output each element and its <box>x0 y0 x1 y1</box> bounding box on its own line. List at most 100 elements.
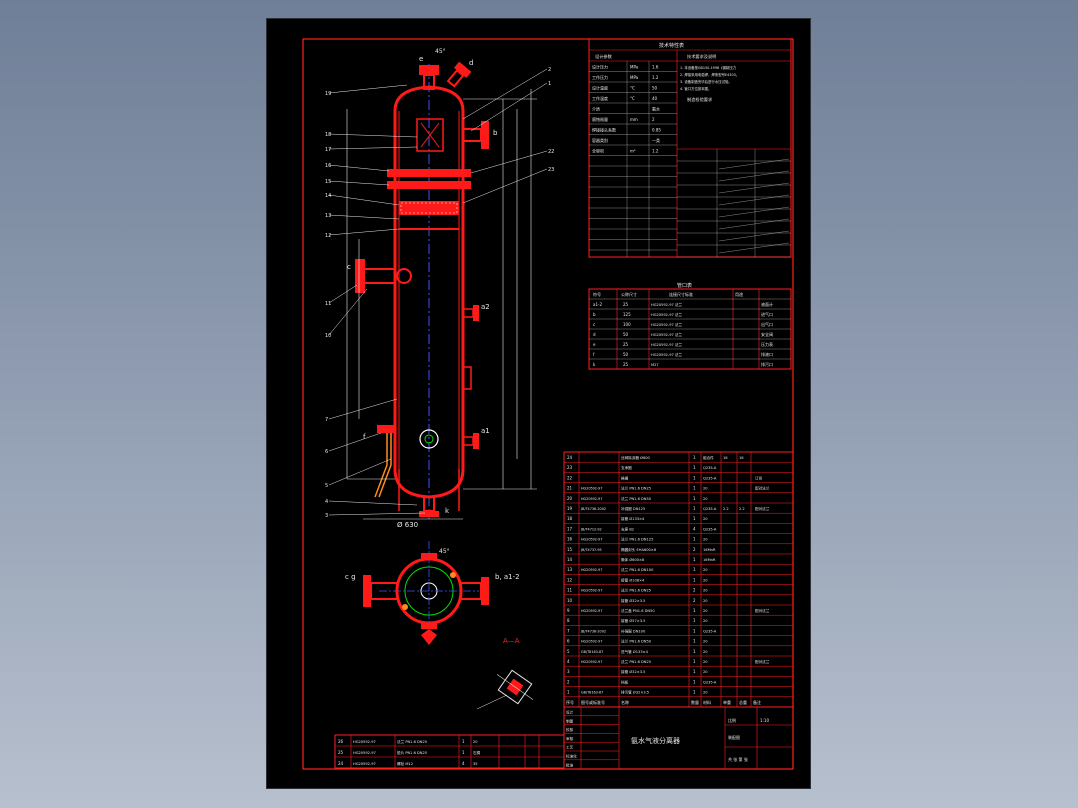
bom-row-qty: 1 <box>693 455 696 460</box>
bom-low-qty: 1 <box>462 750 465 755</box>
bom-row-qty: 1 <box>693 567 696 572</box>
nozzle-cell-standard: HG20592-97 法兰 <box>651 352 683 357</box>
bom-row-std: HG20592-97 <box>581 568 603 572</box>
bom-row-material: 20 <box>703 660 708 664</box>
tech-row-label: 介质 <box>592 106 600 112</box>
tech-row-value: 50 <box>652 86 658 91</box>
bom-low-material: 35 <box>473 762 478 766</box>
svg-text:13: 13 <box>325 213 331 219</box>
bom-row-qty: 1 <box>693 516 696 521</box>
bom-row-qty: 1 <box>693 577 696 582</box>
bom-row-std: HG20592-97 <box>581 497 603 501</box>
title-block-dwg-no: 装配图 <box>728 734 740 740</box>
bom-row-material: 20 <box>703 599 708 603</box>
bom-row-name: 接管 Ø108×4 <box>621 577 645 582</box>
bom-row-std: GB/T8163-87 <box>581 650 603 654</box>
nozzle-mark-d: d <box>469 59 473 67</box>
bom-row-name: 进气管 Ø133×4 <box>621 649 649 654</box>
tech-row-unit: m³ <box>630 149 636 154</box>
nozzle-cell-size: 50 <box>623 352 629 357</box>
bom-header: 名称 <box>621 699 629 705</box>
svg-text:1: 1 <box>548 81 551 87</box>
nozzle-col-header: 用途 <box>735 291 743 297</box>
tech-row-value: 氨水 <box>652 106 660 112</box>
bom-low-no: 25 <box>338 750 344 755</box>
bom-row-qty: 1 <box>693 628 696 633</box>
bom-row-material: 20 <box>703 578 708 582</box>
nozzle-bottom-flange <box>419 511 439 517</box>
bom-low-name: 法兰 PN1.6 DN25 <box>397 739 427 744</box>
top-head <box>393 85 465 112</box>
tech-note: 1. 本设备按GB150-1998《钢制压力 <box>680 65 737 70</box>
bom-row-no: 9 <box>567 608 570 613</box>
bom-row-remark: 配对法兰 <box>755 486 770 491</box>
tech-row-unit: mm <box>630 117 638 122</box>
bom-row-material: 20 <box>703 691 708 695</box>
tech-table-header: 技术特性表 <box>659 42 684 49</box>
bom-row-qty: 1 <box>693 537 696 542</box>
bom-row-name: 补强圈 DN100 <box>621 628 646 633</box>
nozzle-cell-size: 50 <box>623 332 629 337</box>
bom-row-name: 补强圈 DN125 <box>621 506 645 511</box>
bom-row-remark: 配对法兰 <box>755 659 770 664</box>
bom-row-name: 接管 Ø133×4 <box>621 516 645 521</box>
leader-lines-right <box>462 68 548 204</box>
bom-row-std: HG20592-97 <box>581 487 603 491</box>
bom-row-material: 20 <box>703 650 708 654</box>
title-block-label: 设计 <box>566 710 574 715</box>
svg-text:6: 6 <box>325 449 328 455</box>
tech-note: 3. 设备制造完毕后进行水压试验。 <box>680 79 732 84</box>
plan-angle-label: 45° <box>439 548 450 555</box>
svg-text:12: 12 <box>325 233 331 239</box>
tech-row-unit: MPa <box>630 65 639 70</box>
nozzle-cell-size: 100 <box>623 322 631 327</box>
bom-row-material: 20 <box>703 497 708 501</box>
bom-row-material: 20 <box>703 538 708 542</box>
tech-row-label: 工作温度 <box>592 95 608 101</box>
tech-col-right: 技术要求及说明 <box>687 53 716 60</box>
bom-row-no: 2 <box>567 679 570 684</box>
bom-header: 图号或标准号 <box>581 699 605 705</box>
bom-row-no: 4 <box>567 659 570 664</box>
title-block-label: 审核 <box>566 736 574 741</box>
svg-text:17: 17 <box>325 147 331 153</box>
tech-note: 4. 管口方位按本图。 <box>680 86 711 91</box>
svg-text:5: 5 <box>325 483 328 489</box>
nozzle-cell-standard: HG20592-97 法兰 <box>651 332 683 337</box>
nozzle-cell-standard: HG20592-97 法兰 <box>651 312 683 317</box>
nozzle-cell-use: 排污口 <box>761 361 773 367</box>
bom-row-name: 挡板 <box>621 679 629 684</box>
bom-row-name: 排污管 Ø32×3.5 <box>621 690 649 695</box>
svg-text:10: 10 <box>325 333 331 339</box>
bom-header: 序号 <box>566 699 574 705</box>
bom-row-qty: 1 <box>693 608 696 613</box>
nozzle-cell-symbol: d <box>593 332 596 337</box>
bom-low-no: 24 <box>338 761 344 766</box>
bom-row-no: 18 <box>567 516 573 521</box>
bom-row-qty: 1 <box>693 659 696 664</box>
bom-low-material: 石棉 <box>473 750 481 755</box>
tech-row-value: 1.6 <box>652 65 659 70</box>
nozzle-mark-f: f <box>363 433 366 441</box>
bom-row-material: Q235-A <box>703 466 717 470</box>
bom-row-qty: 1 <box>693 639 696 644</box>
tech-row-label: 全容积 <box>592 148 604 154</box>
bom-row-name: 法兰 PN1.6 DN25 <box>621 486 651 491</box>
bom-row-qty: 1 <box>693 649 696 654</box>
title-block-label: 校核 <box>566 727 574 732</box>
bom-row-unitwt: 2.2 <box>723 507 729 511</box>
title-block-label: 批准 <box>566 762 574 767</box>
bom-row-name: 法兰 PN1.6 DN100 <box>621 567 654 572</box>
svg-text:4: 4 <box>325 499 328 505</box>
tech-row-value: 一类 <box>652 137 660 143</box>
bom-row-std: HG20592-97 <box>581 660 603 664</box>
nozzle-cell-size: 25 <box>623 342 629 347</box>
bom-row-material: Q235-A <box>703 507 717 511</box>
bom-row-name: 法兰盖 PN1.6 DN50 <box>621 608 655 613</box>
bom-row-material: 20 <box>703 517 708 521</box>
bom-low-qty: 4 <box>462 761 465 766</box>
